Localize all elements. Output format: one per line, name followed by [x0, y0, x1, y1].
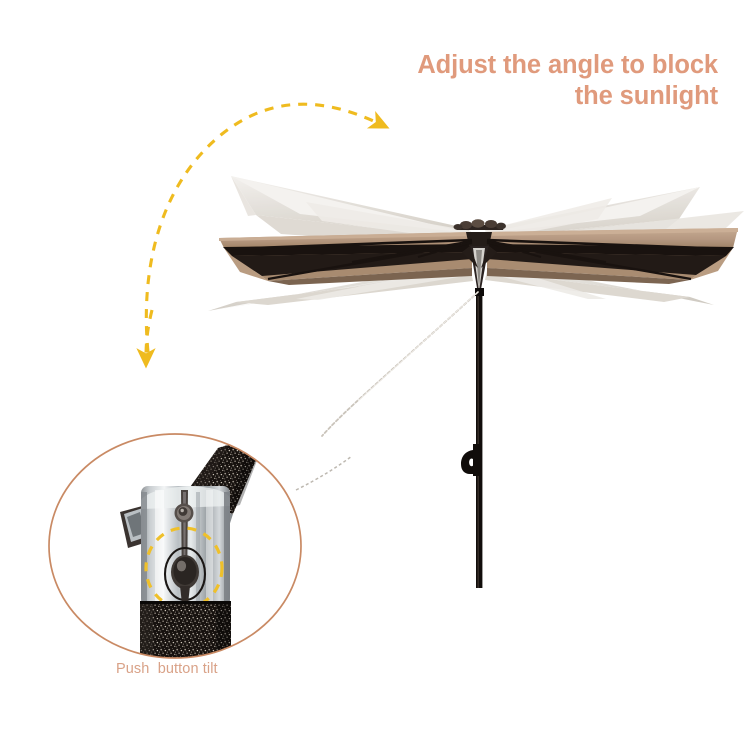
- callout-leader-line: [295, 455, 353, 491]
- detail-callout-group: [48, 433, 302, 659]
- canopy-tether-cord: [321, 291, 479, 437]
- callout-caption: Push button tilt: [116, 661, 218, 677]
- umbrella-pole: [475, 288, 484, 588]
- lower-pole-segment: [140, 601, 231, 658]
- callout-ring: [48, 433, 302, 659]
- tilt-range-arc: [136, 102, 390, 369]
- page-title: Adjust the angle to block the sunlight: [417, 51, 718, 110]
- canopy-hub-and-ribs: [227, 219, 731, 300]
- tilt-joint-screw: [174, 503, 194, 523]
- canopy-level: [219, 228, 738, 285]
- push-button-highlight: [144, 526, 224, 610]
- push-button[interactable]: [163, 546, 207, 604]
- crank-handle[interactable]: [461, 444, 482, 476]
- chrome-tilt-barrel: [141, 486, 230, 604]
- magnified-tilt-joint: [120, 434, 268, 658]
